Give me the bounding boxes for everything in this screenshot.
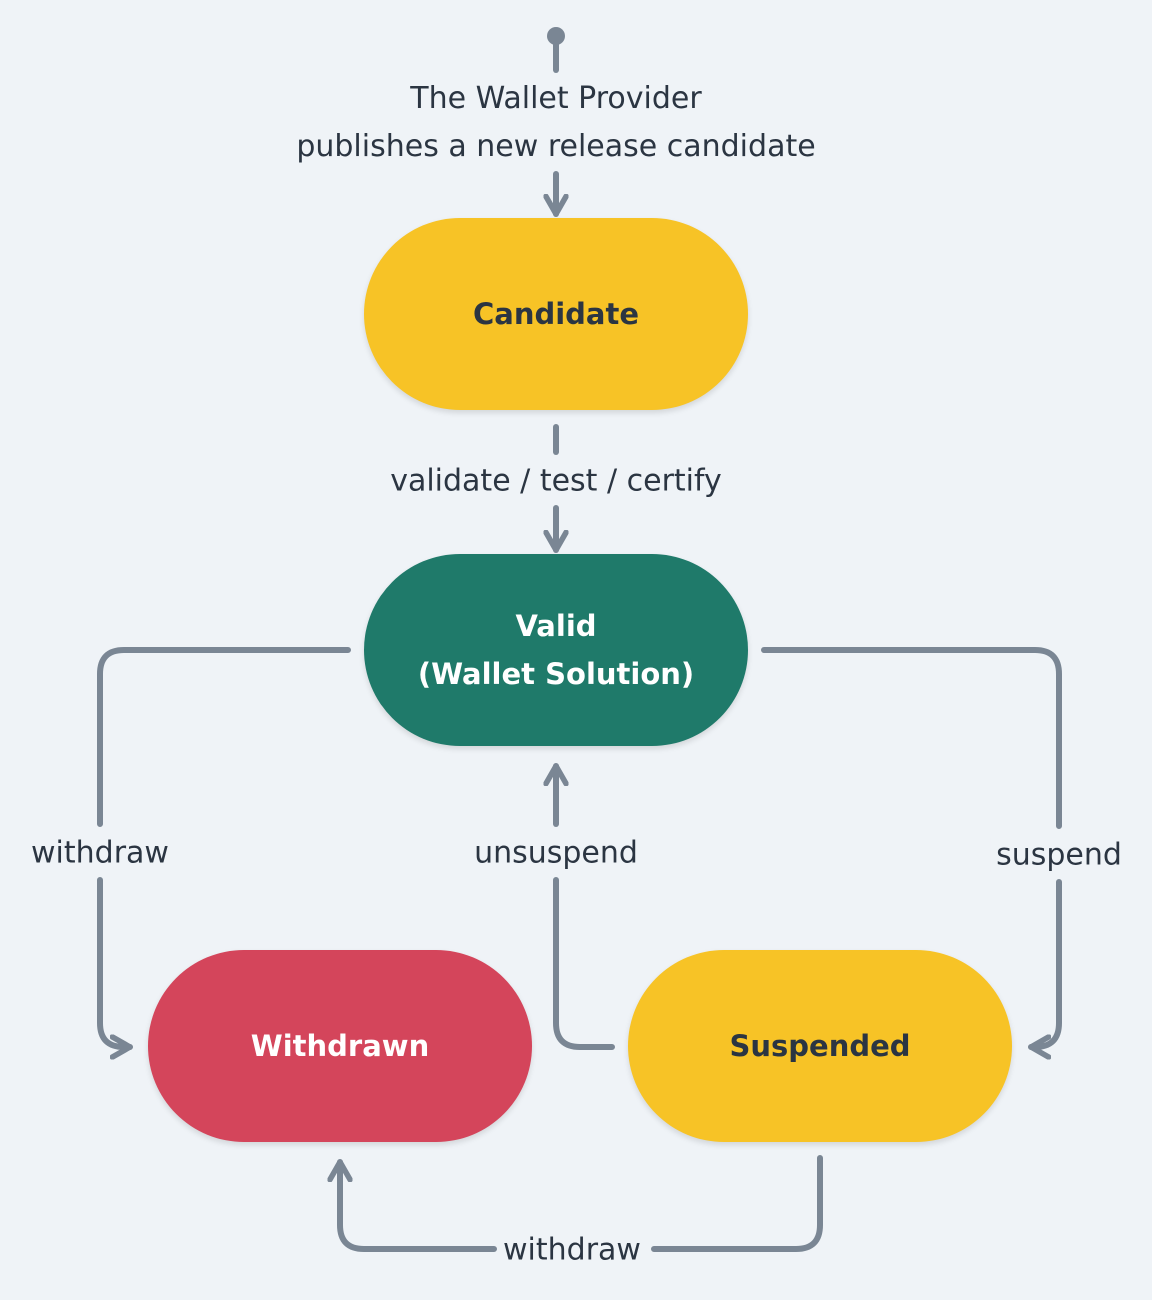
- state-withdrawn: Withdrawn: [148, 950, 532, 1142]
- valid-to-suspended-line: [761, 647, 1062, 829]
- transition-suspend-label: suspend: [990, 837, 1128, 873]
- start-transition-label: The Wallet Provider publishes a new rele…: [290, 75, 821, 171]
- state-valid-label-line-2: (Wallet Solution): [417, 657, 695, 691]
- state-valid: Valid (Wallet Solution): [364, 554, 748, 746]
- state-candidate: Candidate: [364, 218, 748, 410]
- state-withdrawn-label: Withdrawn: [250, 1029, 430, 1063]
- state-candidate-label: Candidate: [472, 297, 640, 331]
- valid-to-withdrawn-line: [97, 647, 351, 827]
- start-label-line-2: publishes a new release candidate: [296, 129, 816, 164]
- state-suspended: Suspended: [628, 950, 1012, 1142]
- state-valid-label-line-1: Valid: [515, 609, 597, 643]
- suspended-to-withdrawn-line: [651, 1155, 823, 1252]
- valid-to-withdrawn-arrow: [97, 877, 133, 1047]
- start-label-line-1: The Wallet Provider: [410, 81, 702, 116]
- transition-withdraw-from-suspended-label: withdraw: [497, 1232, 647, 1268]
- valid-to-suspended-arrow: [1028, 879, 1062, 1047]
- transition-validate-label: validate / test / certify: [384, 463, 728, 499]
- transition-unsuspend-label: unsuspend: [468, 835, 644, 871]
- suspended-to-withdrawn-arrow: [340, 1159, 497, 1252]
- transition-withdraw-from-valid-label: withdraw: [25, 835, 175, 871]
- suspended-to-valid-line: [553, 877, 615, 1050]
- state-suspended-label: Suspended: [729, 1029, 911, 1063]
- initial-state-dot: [547, 27, 565, 45]
